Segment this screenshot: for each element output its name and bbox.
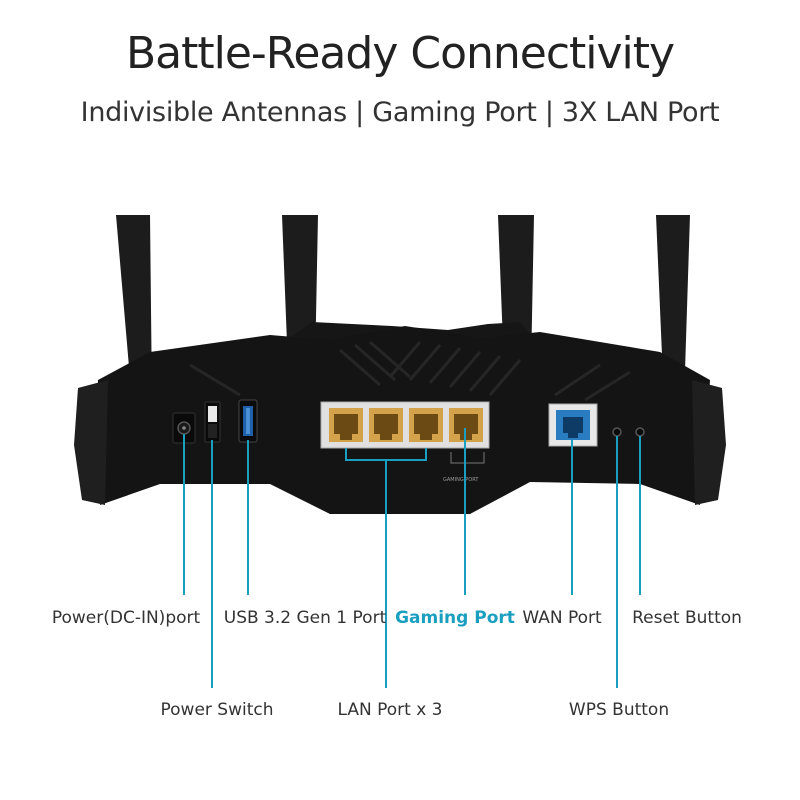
gaming-port-bracket (450, 452, 485, 464)
label-power-dc-in: Power(DC-IN)port (51, 608, 201, 628)
lan-port-1 (329, 408, 363, 442)
label-power-switch: Power Switch (160, 700, 274, 720)
page-title: Battle-Ready Connectivity (125, 28, 675, 79)
lan-port-2 (369, 408, 403, 442)
gaming-port-caption: GAMING PORT (443, 477, 479, 483)
lan-port-3 (409, 408, 443, 442)
vent-pattern (189, 340, 631, 402)
label-wps-button: WPS Button (568, 700, 670, 720)
wan-port (548, 403, 598, 447)
label-usb-port: USB 3.2 Gen 1 Port (223, 608, 387, 628)
callout-lines (183, 428, 641, 688)
router-wing-right (692, 380, 726, 505)
router-wing-left (74, 380, 108, 505)
label-reset-button: Reset Button (632, 608, 742, 628)
page-subtitle: Indivisible Antennas | Gaming Port | 3X … (80, 97, 720, 128)
label-wan-port: WAN Port (522, 608, 602, 628)
antenna-1 (116, 215, 152, 402)
reset-button (635, 427, 645, 437)
label-lan-port: LAN Port x 3 (337, 700, 443, 720)
label-gaming-port: Gaming Port (395, 608, 515, 628)
wps-button (612, 427, 622, 437)
